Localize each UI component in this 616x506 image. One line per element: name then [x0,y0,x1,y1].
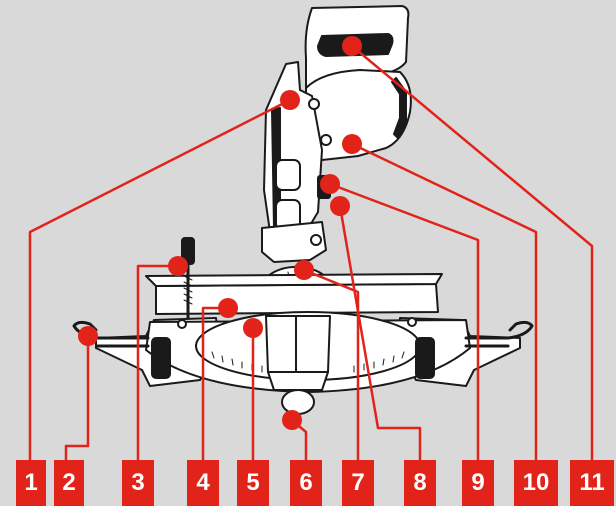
arbor-bolt-2 [320,134,332,146]
motor-housing [305,69,412,161]
depth-screw-knob [181,237,195,265]
callout-dot-1 [280,90,300,110]
motor-vents [391,77,407,139]
callout-dot-7 [294,260,314,280]
callout-dot-10 [342,134,362,154]
label-1: 1 [16,460,46,506]
callout-dot-4 [218,298,238,318]
depth-screw-thread [183,275,193,305]
label-7: 7 [342,460,374,506]
callout-dot-9 [320,174,340,194]
label-6: 6 [290,460,322,506]
callout-dots [78,36,362,430]
guard-window [275,159,301,191]
callout-line-3 [136,264,178,460]
callout-line-11 [351,45,594,460]
kerf-plate [265,315,331,373]
callout-dot-11 [342,36,362,56]
callout-dot-2 [78,326,98,346]
callout-dot-3 [168,256,188,276]
left-grip [151,337,171,379]
right-grip [415,337,435,379]
arbor-bolt [308,98,320,110]
callout-dot-8 [330,196,350,216]
label-2: 2 [54,460,84,506]
miter-arm [267,371,329,391]
label-4: 4 [187,460,219,506]
fence-top [145,273,443,287]
fence-knob-left [177,319,187,329]
callout-line-7 [303,268,360,460]
callout-dot-6 [282,410,302,430]
label-5: 5 [237,460,269,506]
miter-saw-illustration [72,5,534,415]
fence-knob-right [407,317,417,327]
label-3: 3 [122,460,154,506]
callout-lines [28,45,594,460]
callout-line-1 [28,98,291,460]
miter-handle-knob [281,389,315,415]
pivot-bracket [261,221,327,263]
label-11: 11 [570,460,614,506]
label-9: 9 [462,460,494,506]
rear-fence [155,283,439,315]
callout-line-10 [351,142,538,460]
right-extension-rail [464,320,534,348]
callout-line-8 [338,205,422,460]
callout-line-2 [64,340,90,460]
callout-dot-5 [243,318,263,338]
callout-line-9 [329,182,480,460]
label-10: 10 [514,460,558,506]
pivot-bolt [310,234,322,246]
label-8: 8 [404,460,436,506]
